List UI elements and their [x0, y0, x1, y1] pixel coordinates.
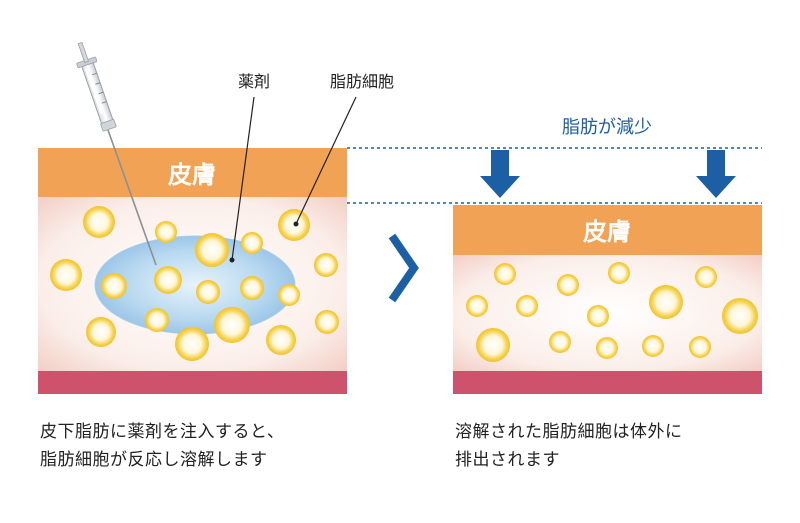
- fat-cell: [241, 232, 263, 254]
- caption-before-line-2: 脂肪細胞が反応し溶解します: [40, 450, 268, 470]
- fat-cell: [195, 233, 229, 267]
- fat-cell: [642, 335, 664, 357]
- skin-label-left: 皮膚: [168, 161, 216, 189]
- skin-layer-right: [453, 205, 762, 255]
- caption-after-line-2: 排出されます: [455, 450, 560, 470]
- fat-cell: [557, 274, 579, 296]
- fat-decrease-label: 脂肪が減少: [562, 117, 652, 138]
- fat-cell: [549, 331, 571, 353]
- fat-cell: [50, 259, 82, 291]
- fat-cell: [587, 305, 609, 327]
- fat-cell: [240, 276, 264, 300]
- drug-leader-line: [231, 96, 255, 261]
- fat-cell: [596, 337, 618, 359]
- fat-cell: [494, 263, 516, 285]
- fat-cells-left: [50, 206, 339, 361]
- fat-cell: [315, 310, 339, 334]
- skin-layer-left: [38, 148, 347, 197]
- muscle-layer-right: [453, 371, 762, 394]
- fat-cell-leader-dot: [293, 221, 299, 227]
- fat-cell: [695, 266, 717, 288]
- syringe-icon: [76, 41, 157, 266]
- down-arrow-icon: [480, 150, 520, 198]
- fat-cell: [214, 307, 250, 343]
- skin-label-right: 皮膚: [583, 218, 631, 246]
- fat-cell: [466, 295, 488, 317]
- fat-cell: [476, 328, 510, 362]
- fat-cell: [608, 262, 630, 284]
- drug-label: 薬剤: [238, 72, 270, 91]
- tissue-before: 皮膚 薬剤 脂肪細胞: [38, 41, 394, 394]
- drug-leader-dot: [229, 257, 235, 263]
- caption-after: 溶解された脂肪細胞は体外に 排出されます: [455, 418, 785, 474]
- fat-cell: [649, 285, 683, 319]
- down-arrow-icon: [696, 150, 736, 198]
- caption-before: 皮下脂肪に薬剤を注入すると、 脂肪細胞が反応し溶解します: [40, 418, 370, 474]
- fat-cell: [266, 325, 296, 355]
- fat-cell: [83, 206, 115, 238]
- fat-cell: [154, 266, 182, 294]
- fat-cell-leader-line: [295, 96, 357, 225]
- fat-cell: [155, 221, 177, 243]
- fat-cell-label: 脂肪細胞: [330, 72, 394, 91]
- fat-cell: [101, 273, 127, 299]
- fat-cell: [278, 284, 300, 306]
- fat-cell: [516, 295, 538, 317]
- fat-cell: [689, 336, 711, 358]
- next-chevron-icon: [388, 233, 419, 303]
- fat-cells-right: [466, 262, 758, 362]
- muscle-layer-left: [38, 371, 347, 394]
- fat-cell: [175, 327, 209, 361]
- fat-cell: [145, 308, 169, 332]
- caption-before-line-1: 皮下脂肪に薬剤を注入すると、: [40, 422, 285, 442]
- tissue-after: 脂肪が減少 皮膚: [347, 117, 762, 394]
- caption-after-line-1: 溶解された脂肪細胞は体外に: [455, 422, 683, 442]
- fat-cell: [314, 253, 338, 277]
- fat-cell: [86, 317, 116, 347]
- fat-cell: [196, 280, 220, 304]
- fat-cell: [722, 298, 758, 334]
